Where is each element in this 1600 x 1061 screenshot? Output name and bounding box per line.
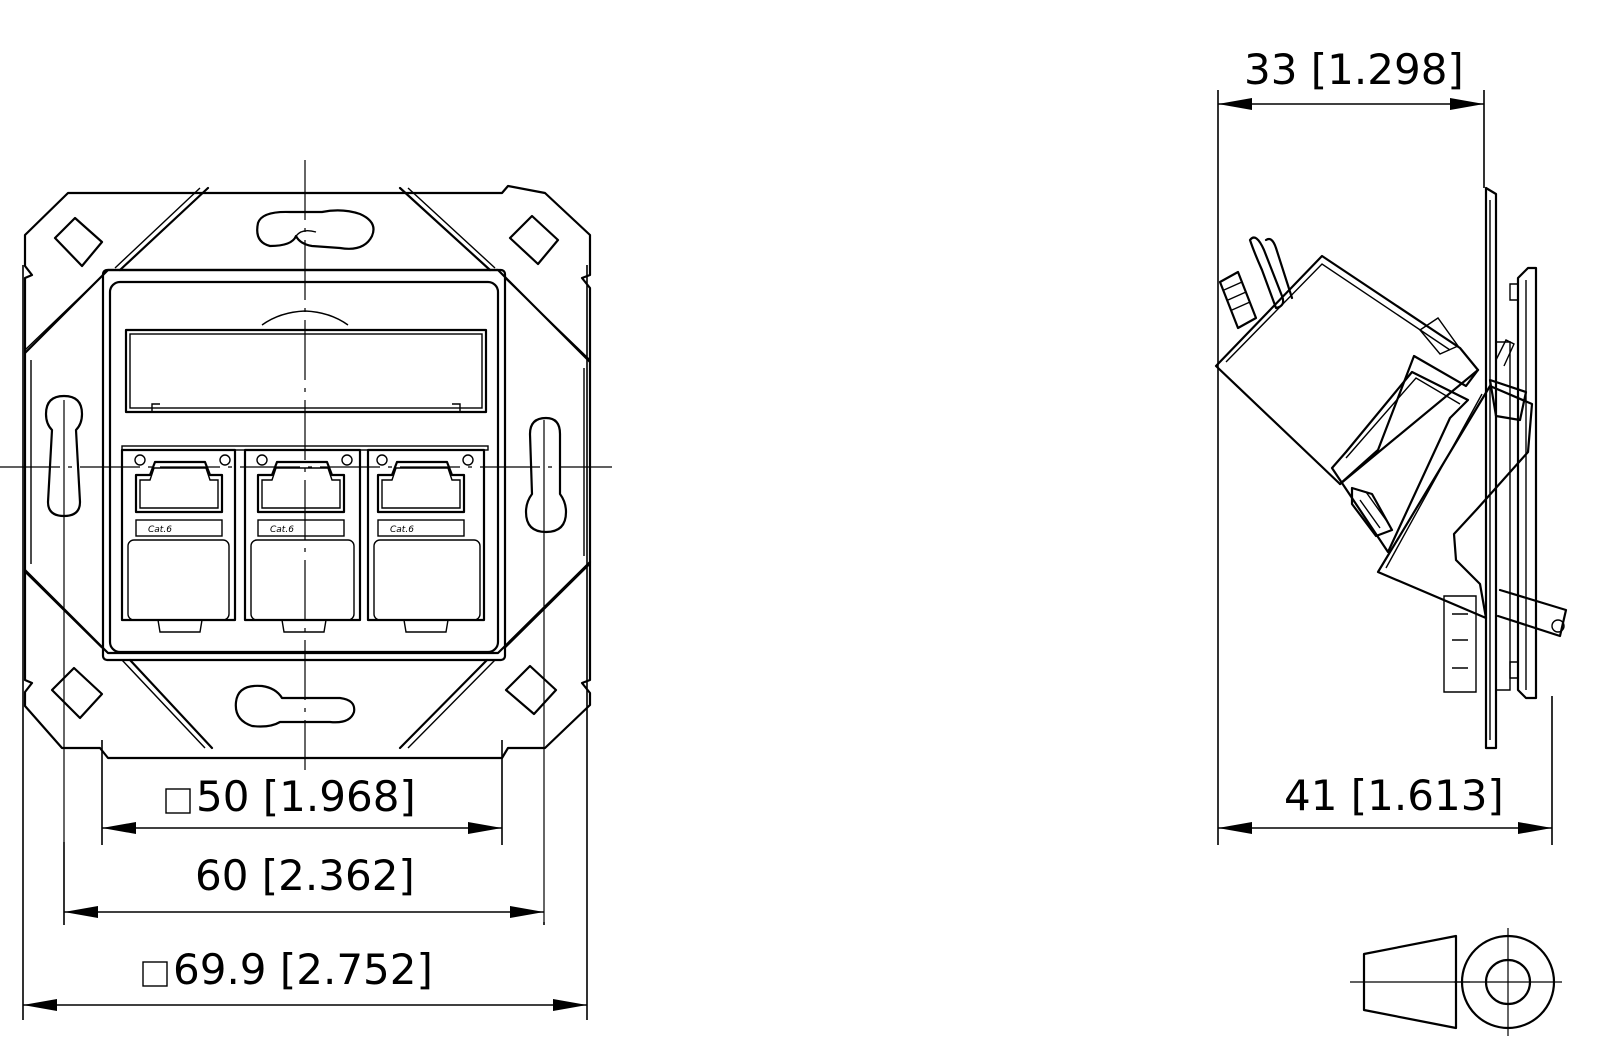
cable-tie <box>1218 236 1294 330</box>
rj45-jack-3: Cat.6 <box>366 448 486 633</box>
plug-detail <box>1350 928 1562 1036</box>
support-frame <box>23 184 592 760</box>
jack-label: Cat.6 <box>148 525 172 535</box>
inner-plate <box>101 268 507 662</box>
dimension-label: 33 [1.298] <box>1244 45 1464 94</box>
dimension-label: 50 [1.968] <box>196 772 416 821</box>
dimension-inner-square: 50 [1.968] <box>101 740 503 845</box>
dimension-total-depth: 41 [1.613] <box>1218 696 1553 845</box>
jack-label: Cat.6 <box>390 525 414 535</box>
dimension-label: 41 [1.613] <box>1284 771 1504 820</box>
jack-label: Cat.6 <box>270 525 294 535</box>
rj45-jack-1: Cat.6 <box>120 448 237 633</box>
front-view: Cat.6 Cat.6 <box>0 160 612 1020</box>
dimension-fixing-distance: 60 [2.362] <box>63 842 545 925</box>
dimension-label: 69.9 [2.752] <box>173 945 433 994</box>
angled-module <box>1214 254 1568 638</box>
dimension-top-depth: 33 [1.298] <box>1217 45 1485 845</box>
rj45-jacks: Cat.6 Cat.6 <box>120 448 486 633</box>
center-lines <box>0 160 612 922</box>
side-frame <box>1443 186 1538 750</box>
dimension-label: 60 [2.362] <box>195 851 415 900</box>
side-view: 33 [1.298] 41 [1.613] <box>1214 45 1568 845</box>
rj45-jack-2: Cat.6 <box>243 448 362 633</box>
dimension-outer-square: 69.9 [2.752] <box>22 265 588 1020</box>
